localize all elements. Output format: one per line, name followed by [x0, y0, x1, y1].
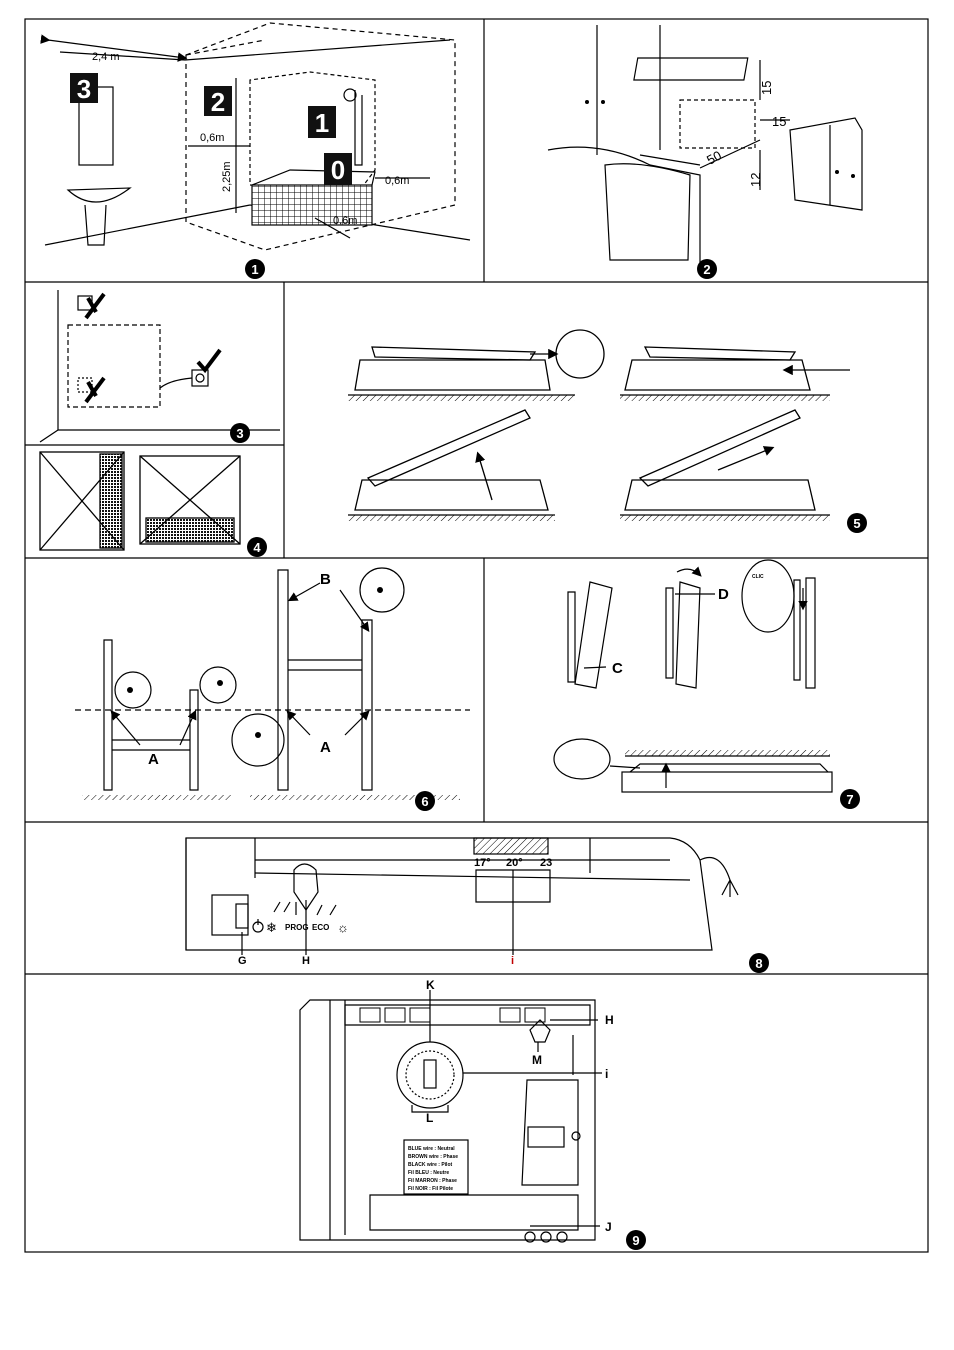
label-h: H [302, 955, 310, 967]
svg-text:Fil BLEU : Neutre: Fil BLEU : Neutre [408, 1170, 449, 1176]
label-clic: CLIC [752, 574, 764, 580]
svg-text:Fil NOIR : Fil Pilote: Fil NOIR : Fil Pilote [408, 1186, 453, 1192]
badge-6: 6 [421, 794, 428, 809]
sun-icon: ☼ [337, 920, 349, 935]
temp-23: 23 [540, 857, 552, 869]
label-d: D [718, 586, 729, 603]
label-m: M [532, 1053, 542, 1067]
dim-height: 2,25m [221, 161, 233, 192]
dim-zone2-width: 0,6m [200, 132, 224, 144]
svg-text:BLUE wire : Neutral: BLUE wire : Neutral [408, 1146, 455, 1152]
panel-number-badges [230, 259, 867, 1250]
label-k: K [426, 978, 435, 992]
badge-8: 8 [755, 956, 762, 971]
mode-eco: ECO [312, 923, 329, 932]
badge-3: 3 [236, 426, 243, 441]
panel-5-bracket-removal [348, 329, 850, 521]
badge-7: 7 [846, 792, 853, 807]
panel-4-no-obstruction [39, 451, 241, 551]
label-l: L [426, 1111, 433, 1125]
label-b: B [320, 571, 331, 588]
frost-icon: ❄ [266, 920, 277, 935]
badge-5: 5 [853, 516, 860, 531]
panel-2-knobs [585, 100, 855, 178]
panel-6-bracket-fixing [75, 567, 470, 800]
label-c: C [612, 660, 623, 677]
badge-1: 1 [251, 262, 258, 277]
zone-1-tag [308, 106, 336, 138]
temp-20: 20° [506, 857, 523, 869]
svg-text:BLACK wire : Pilot: BLACK wire : Pilot [408, 1162, 453, 1168]
label-i9: i [605, 1067, 608, 1081]
zone-2-tag [204, 86, 232, 116]
label-j: J [605, 1220, 612, 1234]
dim-depth-50: 50 [704, 148, 724, 168]
zone-3-tag [70, 73, 98, 103]
zone-0-tag [324, 153, 352, 185]
zone-1-label: 1 [315, 108, 329, 138]
label-a-right: A [320, 739, 331, 756]
dim-2-4m: 2,4 m [92, 51, 120, 63]
label-g: G [238, 955, 247, 967]
label-h9: H [605, 1013, 614, 1027]
panel-2-clearances [547, 25, 863, 265]
panel-3-socket-position [39, 290, 280, 443]
check-mark-icon [196, 348, 222, 374]
panel-6-holes [127, 587, 383, 738]
badge-2: 2 [703, 262, 710, 277]
panel-7-mounting [553, 559, 833, 793]
dim-zone1-side: 0,6m [385, 175, 409, 187]
mode-prog: PROG [285, 923, 309, 932]
dim-top-15: 15 [759, 81, 774, 95]
svg-text:Fil MARRON : Phase: Fil MARRON : Phase [408, 1178, 457, 1184]
dim-zone1-front: 0,6m [333, 215, 357, 227]
zone-3-label: 3 [77, 74, 91, 104]
wiring-legend: BLUE wire : Neutral BROWN wire : Phase B… [408, 1146, 458, 1192]
dim-floor-12: 12 [748, 173, 763, 187]
label-a-left: A [148, 751, 159, 768]
page-frame [24, 18, 929, 1253]
label-i: i [511, 955, 514, 967]
temp-17: 17° [474, 857, 491, 869]
zone-2-label: 2 [211, 87, 225, 117]
badge-4: 4 [253, 540, 261, 555]
badge-9: 9 [632, 1233, 639, 1248]
panel-1-bathroom-zones [40, 22, 471, 251]
dim-side-15: 15 [772, 114, 786, 129]
zone-0-label: 0 [331, 155, 345, 185]
panel-8-control-panel [185, 837, 739, 955]
panel-9-internal-view [299, 990, 602, 1243]
standby-icon [252, 919, 264, 933]
cross-mark-icon [84, 292, 106, 404]
svg-text:BROWN wire : Phase: BROWN wire : Phase [408, 1154, 458, 1160]
